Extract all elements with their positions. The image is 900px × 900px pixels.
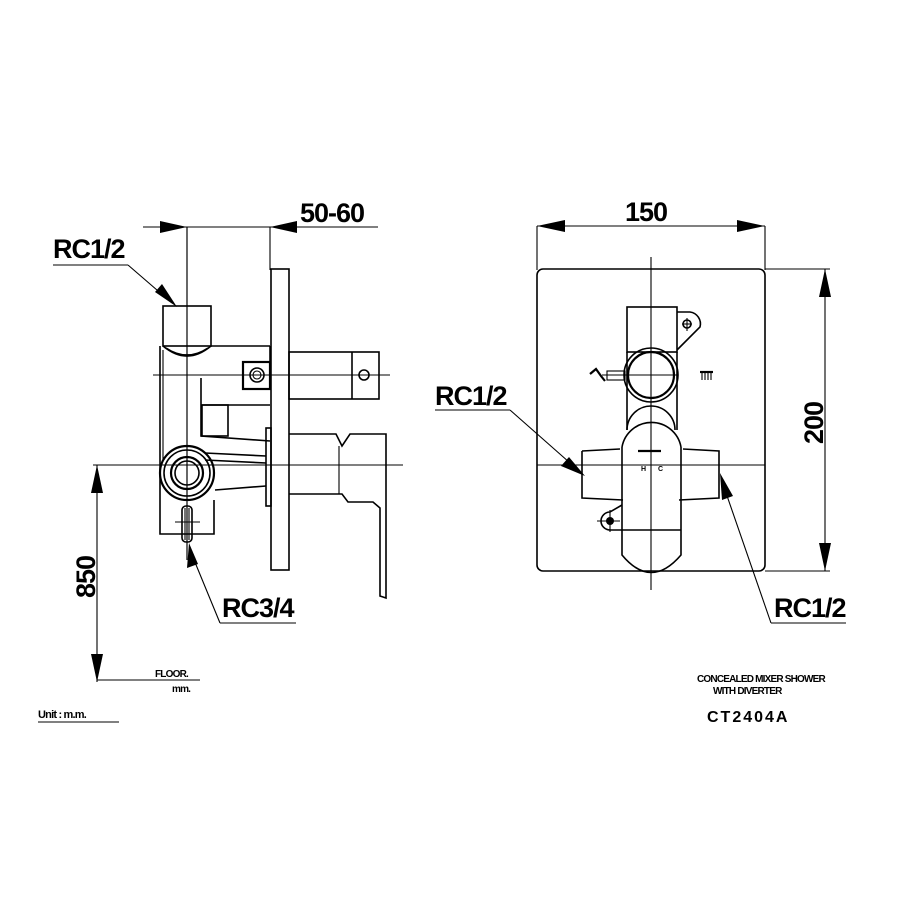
right-outlet-callout: RC1/2 [720, 473, 847, 624]
floor-unit-label: mm. [172, 684, 191, 695]
handshower-icon [589, 367, 606, 382]
dim-depth-label: 50-60 [300, 198, 364, 228]
dim-depth: 50-60 [143, 198, 378, 560]
dim-width: 150 [536, 197, 766, 270]
bottom-inlet-callout: RC3/4 [187, 543, 296, 624]
front-view: 150 200 [435, 197, 847, 726]
side-view: 50-60 RC1/2 [38, 198, 403, 723]
top-inlet-label: RC1/2 [53, 234, 125, 264]
dim-height: 200 [765, 268, 831, 572]
title-block: CONCEALED MIXER SHOWER WITH DIVERTER CT2… [697, 674, 827, 726]
dim-height-floor: 850 FLOOR. mm. [71, 465, 200, 695]
left-outlet-label: RC1/2 [435, 381, 507, 411]
model-number: CT2404A [707, 709, 789, 726]
bottom-inlet-label: RC3/4 [222, 593, 295, 623]
wall-plate [270, 268, 290, 571]
title-line-1: CONCEALED MIXER SHOWER [697, 674, 827, 685]
mixer-handle-front: H C [621, 447, 682, 574]
unit-label: Unit : m.m. [38, 709, 87, 721]
overhead-shower-icon-shape [700, 370, 713, 380]
cold-mark: C [658, 466, 663, 473]
right-outlet-label: RC1/2 [774, 593, 846, 623]
lever-handle [289, 433, 387, 600]
floor-label: FLOOR. [155, 669, 189, 680]
top-inlet-callout: RC1/2 [53, 234, 177, 307]
dim-height-label: 200 [799, 402, 829, 444]
dim-width-label: 150 [625, 197, 667, 227]
title-line-2: WITH DIVERTER [713, 686, 783, 697]
dim-height-floor-label: 850 [71, 556, 101, 598]
left-outlet-callout: RC1/2 [435, 381, 585, 476]
hot-mark: H [641, 466, 646, 473]
